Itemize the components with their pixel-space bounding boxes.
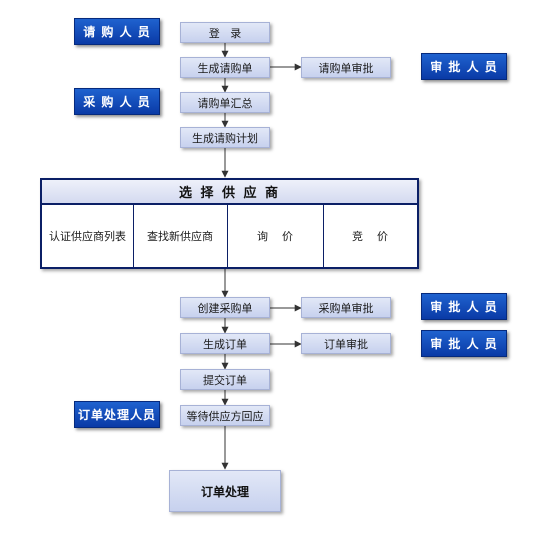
- option-bidding: 竞 价: [352, 230, 388, 243]
- option-certified-supplier-list: 认证供应商列表: [42, 205, 134, 267]
- step-submit-order: 提交订单: [180, 369, 270, 390]
- step-po-approval: 采购单审批: [301, 297, 391, 318]
- option-find-new-supplier: 查找新供应商: [133, 205, 228, 267]
- role-approver-3: 审 批 人 员: [421, 330, 507, 357]
- role-approver-1: 审 批 人 员: [421, 53, 507, 80]
- step-request-approval: 请购单审批: [301, 57, 391, 78]
- role-purchaser: 采 购 人 员: [74, 88, 160, 115]
- step-request-summary: 请购单汇总: [180, 92, 270, 113]
- role-order-handler: 订单处理人员: [74, 401, 160, 428]
- step-wait-response: 等待供应方回应: [180, 405, 270, 426]
- step-generate-plan: 生成请购计划: [180, 127, 270, 148]
- step-order-processing: 订单处理: [169, 470, 281, 512]
- step-create-po: 创建采购单: [180, 297, 270, 318]
- role-requester: 请 购 人 员: [74, 18, 160, 45]
- supplier-selection-title: 选 择 供 应 商: [42, 180, 417, 205]
- step-order-approval: 订单审批: [301, 333, 391, 354]
- step-login: 登 录: [180, 22, 270, 43]
- supplier-selection-box: 选 择 供 应 商 认证供应商列表 查找新供应商 询 价 竞 价: [40, 178, 419, 269]
- option-inquiry: 询 价: [227, 205, 324, 267]
- step-generate-order: 生成订单: [180, 333, 270, 354]
- role-approver-2: 审 批 人 员: [421, 293, 507, 320]
- step-generate-request: 生成请购单: [180, 57, 270, 78]
